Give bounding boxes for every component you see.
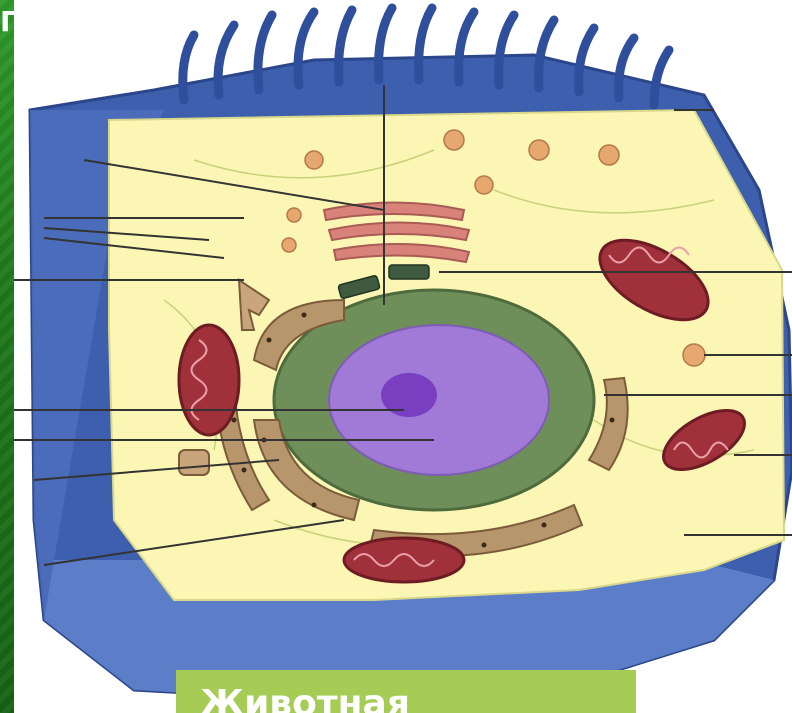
cell-diagram xyxy=(14,0,792,713)
caption-box: Животная xyxy=(176,670,636,713)
cell-svg xyxy=(14,0,792,713)
nucleus xyxy=(329,325,549,475)
golgi-apparatus xyxy=(324,203,469,263)
caption-text: Животная xyxy=(200,682,410,713)
